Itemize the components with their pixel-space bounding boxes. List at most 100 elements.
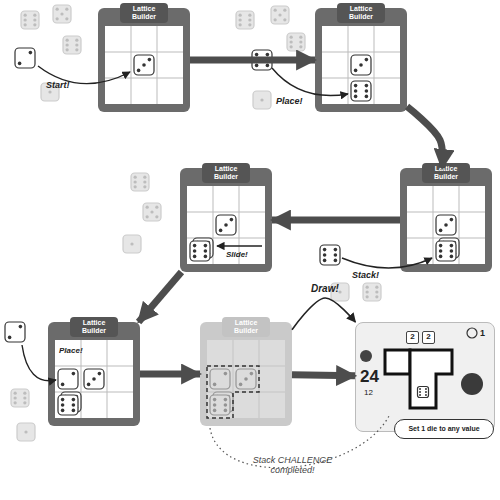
die-pip: [334, 248, 338, 252]
die-pip: [248, 18, 251, 21]
die-pip: [239, 18, 242, 21]
die-pip: [134, 185, 137, 188]
die-body: [21, 11, 39, 29]
connector-layer: [139, 60, 443, 376]
die: [53, 5, 71, 23]
card-icon-value: 2: [406, 331, 419, 344]
die-pip: [137, 69, 141, 73]
die: [134, 55, 154, 75]
die-pip: [453, 241, 457, 245]
die-pip: [24, 430, 27, 433]
grid-area: [207, 340, 285, 418]
die-body: [58, 369, 78, 389]
die: [331, 283, 349, 301]
die-pip: [72, 398, 76, 402]
die-pip: [299, 45, 302, 48]
die-pip: [425, 394, 427, 396]
die-pip: [224, 223, 228, 227]
die-pip: [92, 377, 96, 381]
die-pip: [230, 218, 234, 222]
die-pip: [439, 255, 443, 259]
die-pip: [75, 43, 78, 46]
board-grid: [322, 26, 400, 104]
callout-arrow: [272, 68, 348, 96]
die: [193, 238, 213, 258]
die-pip: [72, 409, 76, 413]
die-pip: [366, 295, 369, 298]
die-pip: [24, 18, 27, 21]
die-pip: [75, 400, 79, 404]
grid-line: [213, 186, 214, 264]
die: [190, 241, 210, 261]
board-grid: [105, 26, 183, 104]
step-arrow: [139, 272, 182, 322]
die-pip: [219, 229, 223, 233]
grid-line: [322, 78, 400, 79]
ability-bubble: Set 1 die to any value: [394, 419, 494, 439]
die-pip: [227, 406, 231, 410]
die-body: [436, 215, 456, 235]
die-body: [123, 235, 141, 253]
die-pip: [334, 253, 338, 257]
die-pip: [23, 396, 26, 399]
die-pip: [143, 180, 146, 183]
card-subscore: 12: [364, 388, 373, 397]
grid-line: [55, 366, 133, 367]
die-pip: [239, 23, 242, 26]
die-pip: [450, 218, 454, 222]
step-arrow: [292, 375, 355, 376]
die-pip: [75, 39, 78, 42]
die-pip: [299, 36, 302, 39]
die: [11, 389, 29, 407]
grid-area: [407, 186, 485, 264]
grid-line: [105, 52, 183, 53]
die-pip: [323, 253, 327, 257]
die-body: [5, 322, 25, 342]
board-grid: [55, 340, 133, 418]
die: [17, 423, 35, 441]
die-pip: [61, 409, 65, 413]
die-pip: [61, 383, 65, 387]
die-pip: [419, 388, 421, 390]
step-label: Place!: [276, 96, 303, 106]
die-pip: [64, 395, 68, 399]
die-pip: [323, 259, 327, 263]
caption-note: Stack CHALLENGE completed!: [235, 455, 350, 475]
die-pip: [453, 252, 457, 256]
die: [41, 83, 59, 101]
grid-line: [131, 26, 132, 104]
challenge-card: 1222412Set 1 die to any value: [355, 322, 495, 432]
die-pip: [224, 398, 228, 402]
die-pip: [354, 84, 358, 88]
grid-line: [407, 238, 485, 239]
die-body: [210, 369, 230, 389]
grid-line: [407, 212, 485, 213]
die-pip: [72, 372, 76, 376]
die-pip: [290, 45, 293, 48]
die-pip: [98, 372, 102, 376]
die-pip: [23, 392, 26, 395]
die: [210, 369, 230, 389]
grid-line: [433, 186, 434, 264]
die-pip: [196, 241, 200, 245]
die-pip: [75, 395, 79, 399]
board-title: Lattice Builder: [422, 163, 470, 183]
die-pip: [224, 372, 228, 376]
die-pip: [366, 290, 369, 293]
card-shape: [410, 350, 452, 408]
die-body: [53, 5, 71, 23]
grid-line: [322, 52, 400, 53]
die: [216, 215, 236, 235]
die-pip: [450, 249, 454, 253]
die-pip: [61, 403, 65, 407]
die: [58, 369, 78, 389]
card-icon: [360, 350, 372, 362]
die: [236, 11, 254, 29]
die-pip: [227, 395, 231, 399]
die: [15, 48, 35, 68]
die-body: [58, 395, 78, 415]
die: [236, 369, 256, 389]
die-pip: [14, 401, 17, 404]
die-pip: [196, 246, 200, 250]
